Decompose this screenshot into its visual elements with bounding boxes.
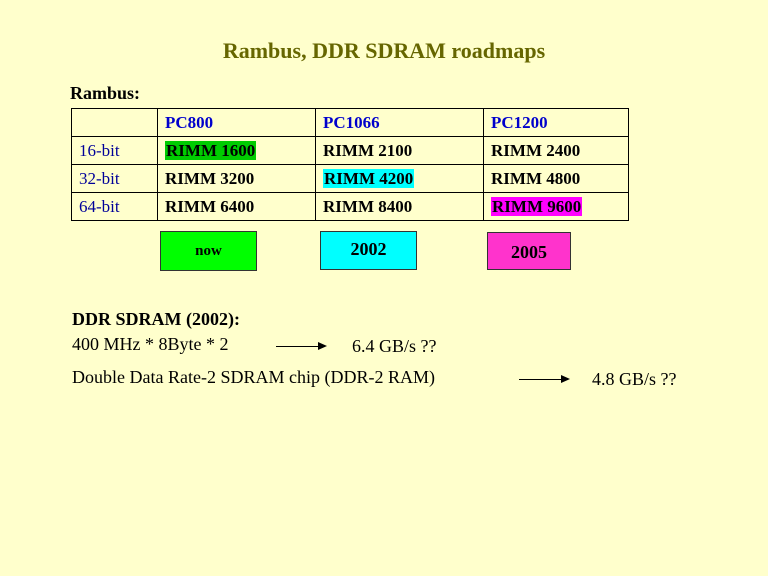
timeline-now-box: now	[160, 231, 257, 271]
right-arrow-icon	[276, 342, 327, 350]
rimm-4200-cell: RIMM 4200	[323, 168, 415, 188]
rimm-8400-cell: RIMM 8400	[315, 192, 484, 221]
row-label-16bit: 16-bit	[71, 136, 158, 165]
column-header-pc1200: PC1200	[483, 108, 629, 137]
rimm-1600-cell: RIMM 1600	[165, 140, 257, 160]
table-row: 64-bit RIMM 6400 RIMM 8400 RIMM 9600	[71, 192, 629, 221]
ddr2-result: 4.8 GB/s ??	[592, 369, 677, 389]
timeline-2002-box: 2002	[320, 231, 417, 270]
timeline-2005-box: 2005	[487, 232, 571, 270]
column-header-pc800: PC800	[157, 108, 316, 137]
ddr2-description: Double Data Rate-2 SDRAM chip (DDR-2 RAM…	[72, 367, 435, 387]
right-arrow-icon	[519, 375, 570, 383]
ddr-calc-result: 6.4 GB/s ??	[352, 336, 437, 356]
page-title: Rambus, DDR SDRAM roadmaps	[222, 38, 546, 63]
table-row: 16-bit RIMM 1600 RIMM 2100 RIMM 2400	[71, 136, 629, 165]
rimm-6400-cell: RIMM 6400	[157, 192, 316, 221]
table-header-row: PC800 PC1066 PC1200	[71, 108, 629, 137]
rimm-2400-cell: RIMM 2400	[483, 136, 629, 165]
column-header-pc1066: PC1066	[315, 108, 484, 137]
rimm-4800-cell: RIMM 4800	[483, 164, 629, 193]
ddr-calc-text: 400 MHz * 8Byte * 2	[72, 334, 229, 354]
rambus-label: Rambus:	[70, 83, 141, 103]
rimm-3200-cell: RIMM 3200	[157, 164, 316, 193]
row-label-64bit: 64-bit	[71, 192, 158, 221]
rambus-roadmap-table: PC800 PC1066 PC1200 16-bit RIMM 1600 RIM…	[71, 108, 629, 221]
ddr-title: DDR SDRAM (2002):	[72, 309, 240, 329]
rimm-9600-cell: RIMM 9600	[491, 196, 583, 216]
table-row: 32-bit RIMM 3200 RIMM 4200 RIMM 4800	[71, 164, 629, 193]
table-corner-cell	[71, 108, 158, 137]
row-label-32bit: 32-bit	[71, 164, 158, 193]
rimm-2100-cell: RIMM 2100	[315, 136, 484, 165]
